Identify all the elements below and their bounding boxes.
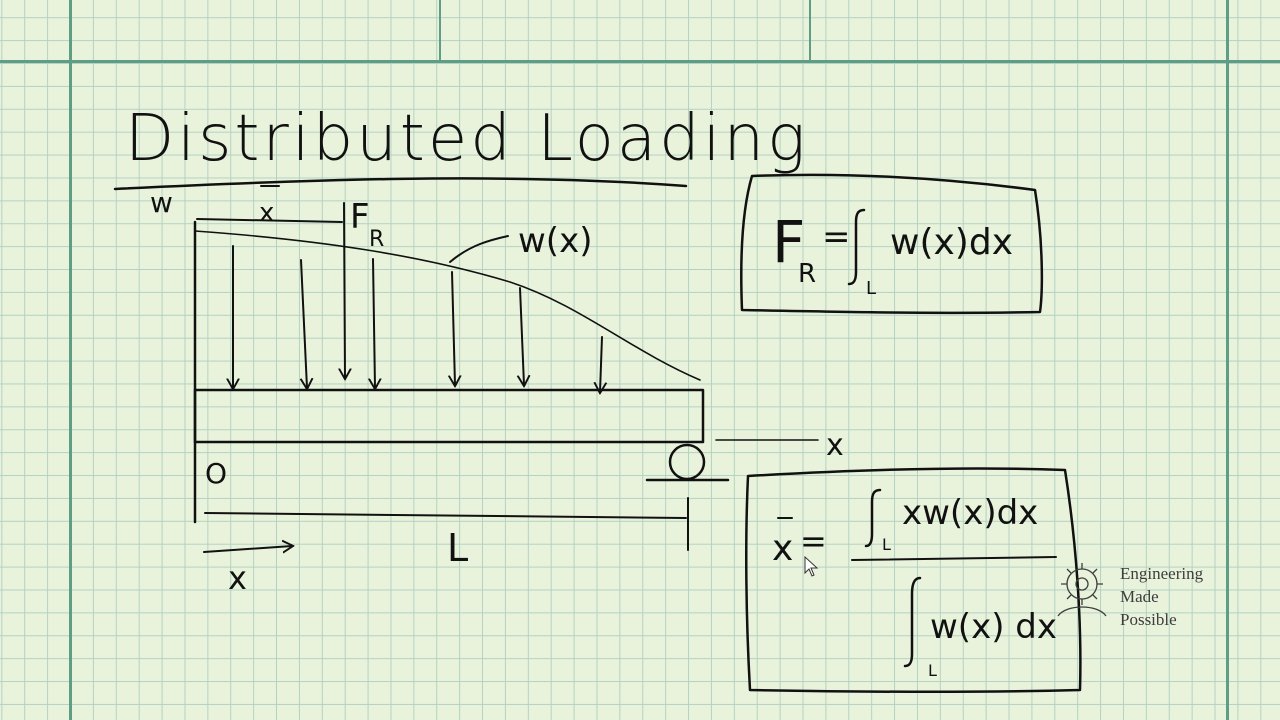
- fraction-bar: [851, 556, 1057, 561]
- xbar-bracket: [196, 218, 343, 223]
- denominator-integral-sub: L: [928, 661, 937, 680]
- beam-diagram: w x F R w(x) x O L x: [150, 185, 844, 597]
- centroid-formula-equals: =: [800, 522, 827, 560]
- direction-label: x: [228, 559, 247, 597]
- logo-line-3: Possible: [1120, 610, 1177, 629]
- margin-line-left: [69, 0, 72, 720]
- numerator-integral-sub: L: [882, 535, 891, 554]
- logo-line-2: Made: [1120, 587, 1159, 606]
- direction-arrow: [203, 546, 292, 552]
- centroid-denominator: w(x) dx: [930, 607, 1057, 647]
- mouse-cursor-icon: [804, 556, 819, 577]
- beam: [193, 388, 705, 444]
- roller-support: [668, 443, 706, 481]
- resultant-box-border: [740, 173, 1044, 315]
- load-curve: [194, 230, 701, 381]
- load-arrow: [452, 271, 455, 385]
- numerator-integral-sign: [864, 488, 882, 548]
- resultant-arrow: [344, 202, 345, 378]
- title-underline: [113, 177, 688, 191]
- resultant-integral-sub: L: [866, 278, 876, 299]
- load-function-label: w(x): [518, 221, 592, 261]
- integral-sign: [847, 208, 866, 286]
- centroid-numerator: xw(x)dx: [902, 493, 1038, 533]
- header-divider-2: [809, 0, 811, 60]
- gear-icon: [1057, 563, 1107, 617]
- header-divider-1: [439, 0, 441, 60]
- resultant-formula-lhs-sub: R: [798, 259, 816, 289]
- load-arrow: [301, 259, 307, 388]
- length-line: [204, 512, 687, 519]
- centroid-formula-lhs: x: [772, 528, 793, 569]
- resultant-formula-integrand: w(x)dx: [890, 222, 1013, 263]
- page-title: Distributed Loading: [125, 102, 809, 176]
- resultant-formula-equals: =: [822, 217, 851, 257]
- logo-line-1: Engineering: [1120, 564, 1204, 583]
- length-label: L: [447, 526, 468, 570]
- centroid-formula-box: x = L xw(x)dx L w(x) dx: [745, 467, 1082, 694]
- load-arrow: [373, 258, 375, 388]
- load-arrow: [600, 336, 602, 392]
- xbar-label: x: [259, 198, 274, 228]
- header-divider: [0, 60, 1280, 63]
- x-axis-label-right: x: [826, 428, 844, 463]
- resultant-subscript: R: [369, 227, 384, 252]
- logo-text: Engineering Made Possible: [1120, 562, 1203, 631]
- denominator-integral-sign: [903, 576, 922, 668]
- load-axis-label: w: [150, 186, 173, 219]
- load-arrow: [520, 287, 524, 385]
- centroid-box-border: [745, 467, 1082, 694]
- resultant-formula-box: F R = L w(x)dx: [740, 173, 1044, 315]
- origin-label: O: [205, 457, 227, 490]
- resultant-label: F: [350, 197, 370, 237]
- margin-line-right: [1226, 0, 1229, 720]
- resultant-formula-lhs: F: [772, 208, 805, 276]
- load-function-leader: [449, 235, 509, 263]
